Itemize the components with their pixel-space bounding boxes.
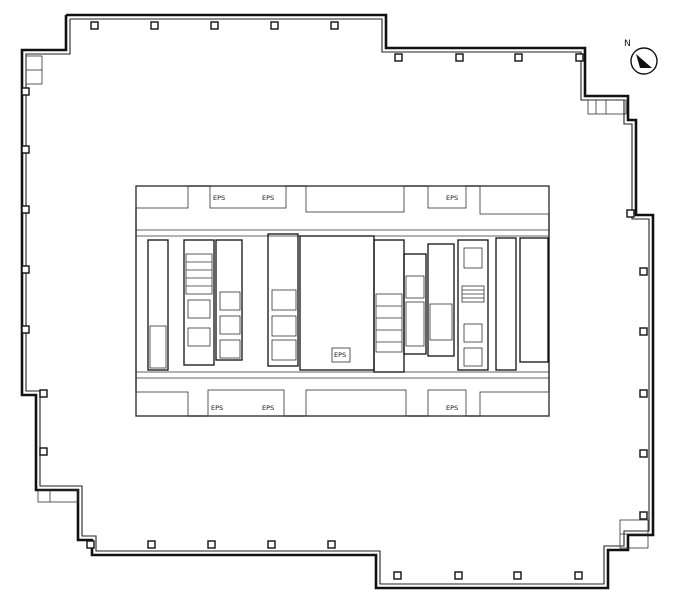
column	[639, 449, 648, 458]
outer-perimeter	[20, 13, 655, 590]
column	[207, 540, 216, 549]
eps-label-bottom-left: EPS	[211, 404, 223, 412]
column	[639, 327, 648, 336]
column	[267, 540, 276, 549]
compass-circle	[630, 47, 658, 75]
north-compass: N	[624, 39, 658, 75]
column	[150, 21, 159, 30]
column	[639, 389, 648, 398]
column	[455, 53, 464, 62]
perimeter-columns	[21, 21, 648, 580]
corner-details	[25, 55, 649, 549]
column	[393, 571, 402, 580]
column	[639, 511, 648, 520]
column	[210, 21, 219, 30]
room-labels: EPS EPS EPS EPS EPS EPS EPS	[211, 194, 458, 412]
eps-label-top-mid: EPS	[262, 194, 274, 202]
column	[626, 209, 635, 218]
column	[270, 21, 279, 30]
column	[21, 325, 30, 334]
column	[39, 389, 48, 398]
column	[90, 21, 99, 30]
eps-label-center: EPS	[334, 351, 346, 359]
north-label: N	[624, 39, 631, 49]
column	[39, 447, 48, 456]
column	[639, 267, 648, 276]
column	[86, 540, 95, 549]
column	[575, 53, 584, 62]
column	[513, 571, 522, 580]
column	[21, 205, 30, 214]
column	[21, 87, 30, 96]
core-outline	[135, 185, 550, 417]
column	[394, 53, 403, 62]
column	[514, 53, 523, 62]
column	[330, 21, 339, 30]
eps-label-top-right: EPS	[446, 194, 458, 202]
column	[454, 571, 463, 580]
central-core	[135, 185, 550, 417]
column	[21, 265, 30, 274]
eps-label-top-left: EPS	[213, 194, 225, 202]
eps-label-bottom-mid: EPS	[262, 404, 274, 412]
compass-arrow-icon	[636, 54, 652, 68]
eps-label-bottom-right: EPS	[446, 404, 458, 412]
column	[574, 571, 583, 580]
column	[147, 540, 156, 549]
column	[21, 145, 30, 154]
column	[327, 540, 336, 549]
